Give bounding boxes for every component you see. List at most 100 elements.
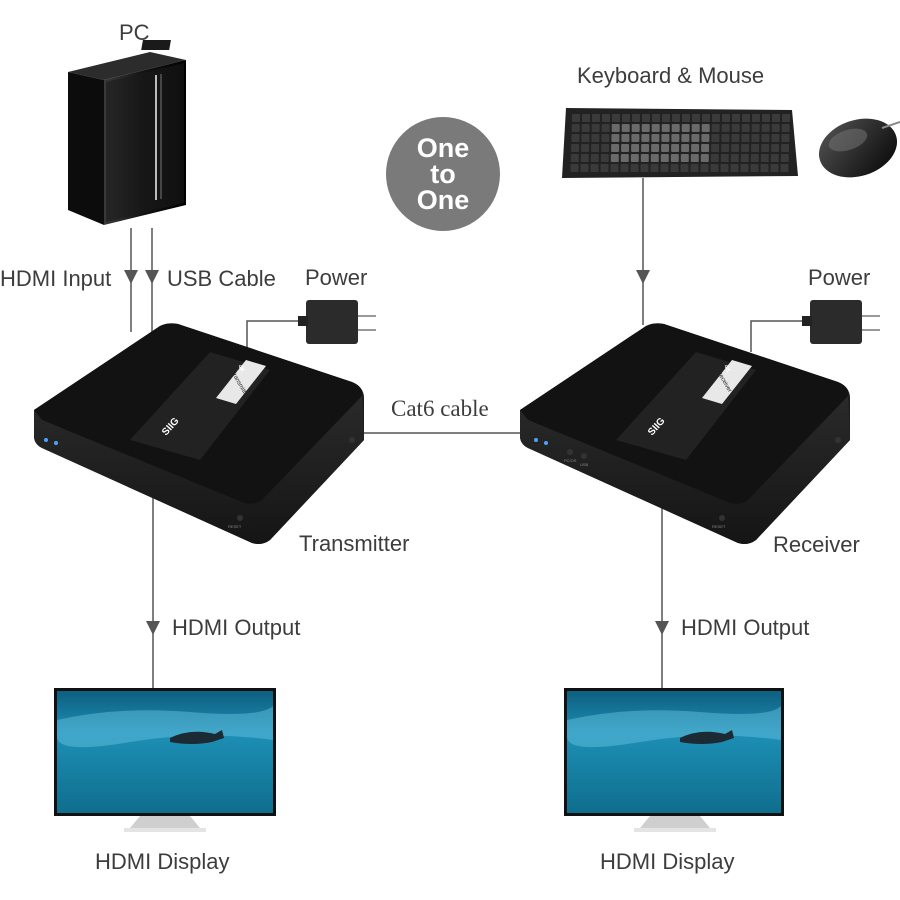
- keyboard-key: [690, 154, 699, 162]
- keyboard-key: [672, 114, 680, 122]
- keyboard-key: [742, 114, 750, 122]
- keyboard-key: [681, 134, 690, 142]
- pc-tower: [68, 40, 186, 225]
- arrow-hdmi-input: [124, 270, 138, 284]
- keyboard-key: [691, 144, 700, 152]
- cat6-label: Cat6 cable: [391, 396, 489, 421]
- keyboard-key: [720, 164, 729, 172]
- receiver-label: Receiver: [773, 532, 860, 557]
- keyboard-key: [771, 124, 780, 132]
- keyboard-key: [621, 144, 630, 152]
- keyboard-key: [680, 164, 689, 172]
- keyboard-key: [750, 164, 759, 172]
- keyboard-key: [600, 154, 609, 162]
- keyboard-key: [661, 124, 670, 132]
- keyboard-key: [570, 154, 579, 162]
- keyboard-key: [621, 124, 630, 132]
- keyboard-key: [661, 134, 670, 142]
- keyboard-key: [712, 114, 720, 122]
- keyboard-key: [692, 114, 700, 122]
- one-to-one-badge: One to One: [386, 117, 500, 231]
- keyboard-key: [761, 124, 770, 132]
- keyboard-key: [781, 134, 790, 142]
- keyboard-key: [731, 134, 740, 142]
- keyboard-key: [641, 134, 650, 142]
- power-label-left: Power: [305, 265, 368, 290]
- keyboard-key: [760, 154, 769, 162]
- keyboard-key: [782, 114, 790, 122]
- keyboard-key: [572, 114, 580, 122]
- keyboard-key: [582, 114, 590, 122]
- keyboard-key: [580, 154, 589, 162]
- power-label-right: Power: [808, 265, 871, 290]
- keyboard-key: [661, 144, 670, 152]
- keyboard-key: [611, 134, 620, 142]
- keyboard-key: [651, 124, 660, 132]
- keyboard-key: [620, 154, 629, 162]
- power-line-right: [750, 320, 805, 352]
- keyboard-key: [601, 144, 610, 152]
- keyboard-key: [770, 154, 779, 162]
- keyboard-key: [570, 164, 579, 172]
- keyboard-key: [741, 144, 750, 152]
- connection-lines: [130, 178, 805, 688]
- keyboard-key: [722, 114, 730, 122]
- keyboard-key: [631, 134, 640, 142]
- hdmi-display-label-right: HDMI Display: [600, 849, 735, 874]
- keyboard-key: [650, 164, 659, 172]
- keyboard-key: [631, 144, 640, 152]
- keyboard-key: [642, 114, 650, 122]
- keyboard-key: [641, 144, 650, 152]
- keyboard-key: [670, 164, 679, 172]
- keyboard-key: [711, 124, 720, 132]
- keyboard-key: [591, 134, 600, 142]
- keyboard-key: [631, 124, 640, 132]
- keyboard-key: [671, 124, 680, 132]
- keyboard-key: [680, 154, 689, 162]
- keyboard-key: [640, 154, 649, 162]
- keyboard-key: [780, 164, 789, 172]
- keyboard-key: [691, 134, 700, 142]
- keyboard-key: [731, 144, 740, 152]
- keyboard-key: [702, 114, 710, 122]
- keyboard-key: [721, 144, 730, 152]
- keyboard-key: [632, 114, 640, 122]
- keyboard-key: [641, 124, 650, 132]
- tx-tag: 4K: [236, 364, 245, 374]
- keyboard-key: [762, 114, 770, 122]
- keyboard-key: [781, 124, 790, 132]
- keyboard-key: [602, 114, 610, 122]
- arrowheads: [124, 270, 669, 635]
- keyboard-key: [701, 134, 710, 142]
- arrow-usb: [145, 270, 159, 284]
- keyboard-key: [660, 164, 669, 172]
- keyboard-key: [760, 164, 769, 172]
- keyboard-key: [590, 164, 599, 172]
- keyboard-key: [670, 154, 679, 162]
- keyboard-key: [701, 144, 710, 152]
- keyboard-key: [751, 144, 760, 152]
- keyboard-key: [630, 164, 639, 172]
- badge-line-2: to: [430, 159, 456, 189]
- keyboard-key: [740, 164, 749, 172]
- power-line-left: [246, 320, 300, 352]
- keyboard-key: [740, 154, 749, 162]
- badge-line-3: One: [416, 185, 470, 215]
- keyboard-key: [621, 134, 630, 142]
- keyboard-key: [620, 164, 629, 172]
- keyboard-key: [581, 144, 590, 152]
- keyboard-key: [601, 134, 610, 142]
- keyboard-key: [671, 134, 680, 142]
- keyboard-key: [571, 124, 580, 132]
- hdmi-input-label: HDMI Input: [0, 266, 112, 291]
- arrow-keyboard: [636, 270, 650, 284]
- keyboard-key: [651, 134, 660, 142]
- keyboard-key: [610, 164, 619, 172]
- keyboard-key: [711, 144, 720, 152]
- keyboard-key: [751, 134, 760, 142]
- receiver-box: [520, 323, 850, 544]
- keyboard-key: [741, 134, 750, 142]
- keyboard-key: [731, 124, 740, 132]
- keyboard-key: [611, 144, 620, 152]
- keyboard-key: [710, 154, 719, 162]
